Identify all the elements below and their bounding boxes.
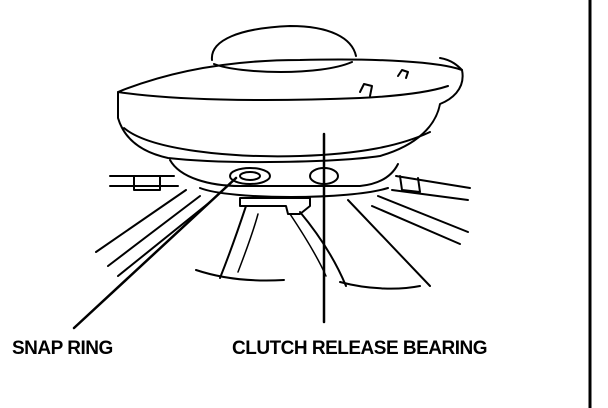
- bearing-body: [169, 159, 399, 187]
- left-fork-arm-2: [117, 201, 211, 277]
- bearing-left-lug: [229, 167, 271, 185]
- right-fork-arm-2: [371, 205, 461, 245]
- housing-tab-small: [397, 69, 409, 79]
- bearing-left-lug-inner: [239, 171, 261, 181]
- snap-ring-leader-line: [72, 176, 238, 330]
- housing-rim: [117, 85, 449, 101]
- right-ground-line: [339, 281, 421, 290]
- right-rail-lower: [391, 189, 469, 201]
- right-rail-upper: [395, 175, 471, 189]
- bearing-bottom-lip: [239, 197, 311, 215]
- shaft-line-left: [219, 205, 247, 279]
- bearing-underside: [199, 187, 389, 198]
- snap-ring-label: SNAP RING: [12, 338, 113, 359]
- housing-top-dome-inner: [213, 61, 353, 73]
- left-ground-line: [195, 269, 285, 282]
- shaft-line-right: [299, 211, 347, 287]
- housing-outline: [117, 58, 464, 164]
- left-fork-arm-1: [107, 195, 201, 267]
- left-rail-block: [133, 175, 161, 191]
- housing-top-dome: [210, 25, 357, 61]
- right-rail-block: [399, 175, 421, 193]
- left-fork-arm-3: [95, 189, 187, 253]
- right-fork-arm-1: [377, 195, 469, 233]
- housing-tab: [359, 83, 373, 97]
- housing-lower-curve: [123, 127, 431, 158]
- right-fork-arm-3: [347, 199, 431, 287]
- clutch-release-bearing-label: CLUTCH RELEASE BEARING: [232, 338, 488, 359]
- housing-right-lip: [439, 57, 463, 71]
- shaft-line-inner: [237, 213, 259, 273]
